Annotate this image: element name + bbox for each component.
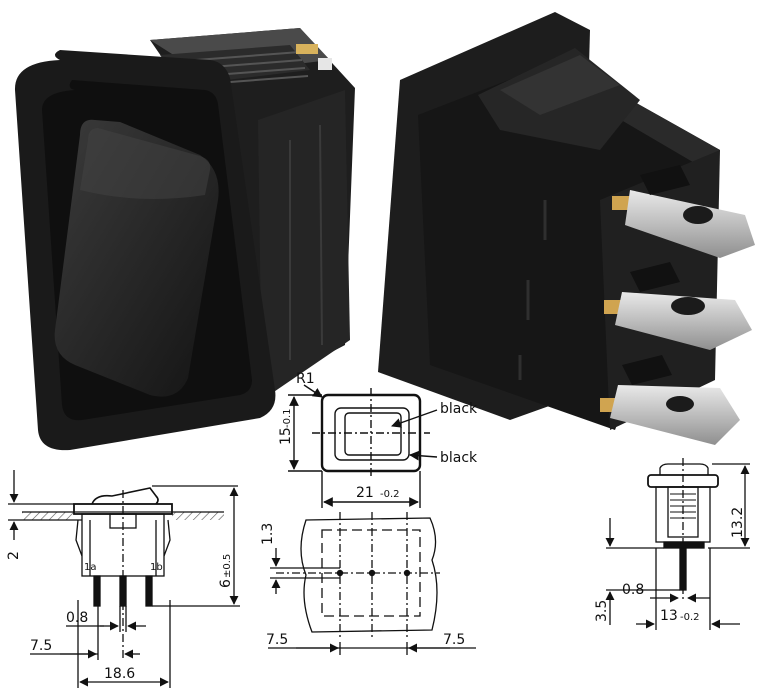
dim-7-5-mid-right: 7.5 <box>443 632 465 648</box>
right-side-view-drawing <box>605 458 750 630</box>
dim-2-group: 2 <box>6 551 22 560</box>
dim-13-2-group: 13.2 <box>730 507 746 538</box>
front-outline-drawing <box>288 384 438 508</box>
black-label-bottom: black <box>440 450 478 466</box>
terminal-bottom <box>600 355 740 445</box>
dim-15-tol: -0.1 <box>282 408 293 428</box>
dim-7-5-left: 7.5 <box>30 638 52 654</box>
dim-13: 13 <box>660 608 678 624</box>
dim-21-tol: -0.2 <box>380 489 400 500</box>
dim-3-5: 3.5 <box>594 600 610 622</box>
dim-15-group: 15 -0.1 <box>278 408 294 445</box>
dim-13-2: 13.2 <box>730 507 746 538</box>
dim-15: 15 <box>278 427 294 445</box>
terminal-top <box>612 165 755 258</box>
terminal-1a-label: 1a <box>84 562 97 573</box>
dim-13-tol: -0.2 <box>680 612 700 623</box>
dim-18-6: 18.6 <box>104 666 135 682</box>
dim-0-8-left: 0.8 <box>66 610 88 626</box>
terminal-middle <box>604 262 752 350</box>
dim-7-5-mid-left: 7.5 <box>266 632 288 648</box>
dim-6-tol: ±0.5 <box>222 554 233 578</box>
terminal-1b-label: 1b <box>150 562 163 573</box>
black-label-top: black <box>440 401 478 417</box>
switch-photo-front <box>14 28 355 451</box>
switch-photo-rear <box>378 12 755 445</box>
pin-holes <box>336 569 411 577</box>
dim-3-5-group: 3.5 <box>594 600 610 622</box>
dim-6: 6 <box>218 579 234 588</box>
dim-21: 21 <box>356 485 374 501</box>
side-profile-drawing <box>8 470 240 688</box>
r1-label: R1 <box>296 371 315 387</box>
dim-6-group: 6 ±0.5 <box>218 554 234 588</box>
dim-2: 2 <box>6 551 22 560</box>
dim-0-8-right: 0.8 <box>622 582 644 598</box>
dim-1-3: 1.3 <box>260 523 276 545</box>
dim-1-3-group: 1.3 <box>260 523 276 545</box>
